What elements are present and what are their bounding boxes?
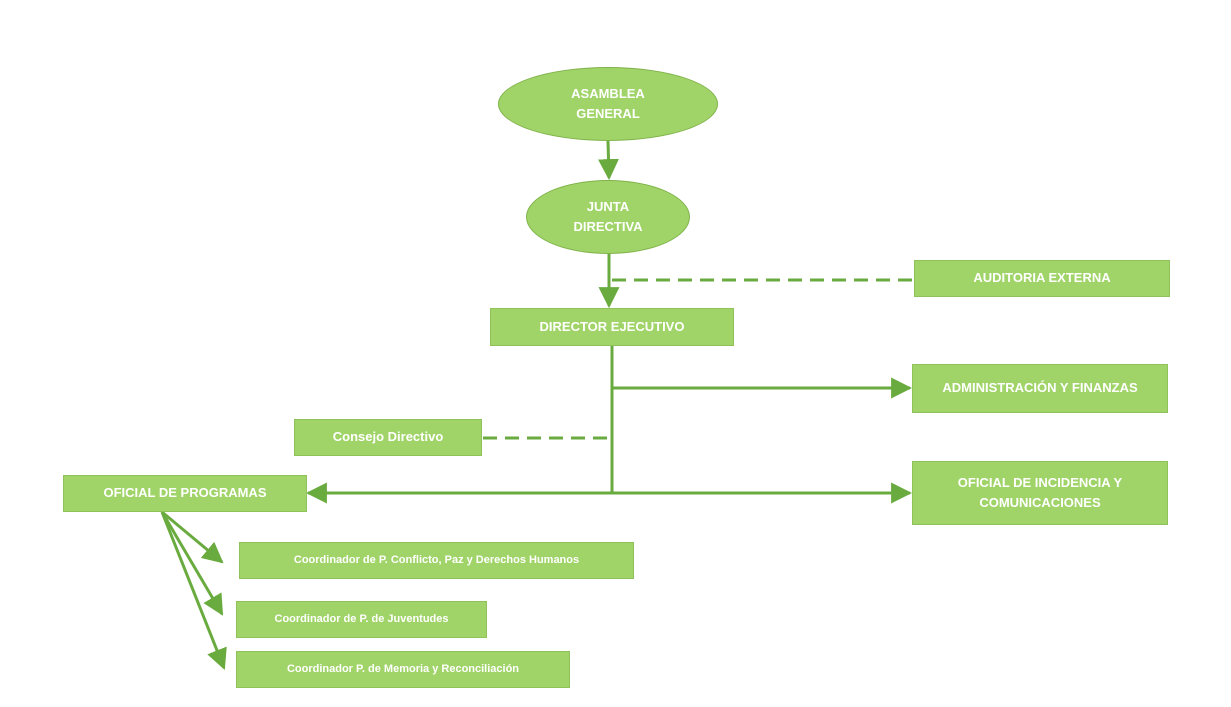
junta-directiva-line1: JUNTA [586, 198, 630, 214]
junta-directiva-node: JUNTA DIRECTIVA [526, 180, 690, 254]
oficial-incidencia-line1: OFICIAL DE INCIDENCIA Y [957, 474, 1123, 490]
junta-directiva-line2: DIRECTIVA [573, 219, 643, 234]
oficial-incidencia-node: OFICIAL DE INCIDENCIA Y COMUNICACIONES [912, 461, 1168, 525]
asamblea-general-node: ASAMBLEA GENERAL [498, 67, 718, 141]
oficial-incidencia-line2: COMUNICACIONES [979, 495, 1101, 510]
asamblea-general-line2: GENERAL [576, 106, 640, 121]
asamblea-general-line1: ASAMBLEA [571, 85, 645, 101]
director-ejecutivo-label: DIRECTOR EJECUTIVO [539, 318, 685, 334]
coord-juventudes-node: Coordinador de P. de Juventudes [236, 601, 487, 638]
administracion-finanzas-node: ADMINISTRACIÓN Y FINANZAS [912, 364, 1168, 413]
coord-memoria-node: Coordinador P. de Memoria y Reconciliaci… [236, 651, 570, 688]
coord-conflicto-label: Coordinador de P. Conflicto, Paz y Derec… [293, 553, 580, 566]
connector-asamblea-junta [597, 140, 619, 181]
connector-to-coord-juventudes [160, 511, 224, 616]
oficial-programas-label: OFICIAL DE PROGRAMAS [103, 485, 267, 501]
auditoria-externa-label: AUDITORIA EXTERNA [973, 270, 1111, 286]
consejo-directivo-node: Consejo Directivo [294, 419, 482, 456]
connector-to-coord-memoria [160, 511, 227, 670]
director-ejecutivo-node: DIRECTOR EJECUTIVO [490, 308, 734, 346]
oficial-programas-node: OFICIAL DE PROGRAMAS [63, 475, 307, 512]
connector-to-coord-conflicto [161, 510, 224, 564]
coord-juventudes-label: Coordinador de P. de Juventudes [274, 612, 449, 625]
auditoria-externa-node: AUDITORIA EXTERNA [914, 260, 1170, 297]
administracion-finanzas-label: ADMINISTRACIÓN Y FINANZAS [942, 380, 1138, 396]
coord-conflicto-node: Coordinador de P. Conflicto, Paz y Derec… [239, 542, 634, 579]
consejo-directivo-label: Consejo Directivo [332, 429, 444, 445]
coord-memoria-label: Coordinador P. de Memoria y Reconciliaci… [286, 662, 520, 675]
